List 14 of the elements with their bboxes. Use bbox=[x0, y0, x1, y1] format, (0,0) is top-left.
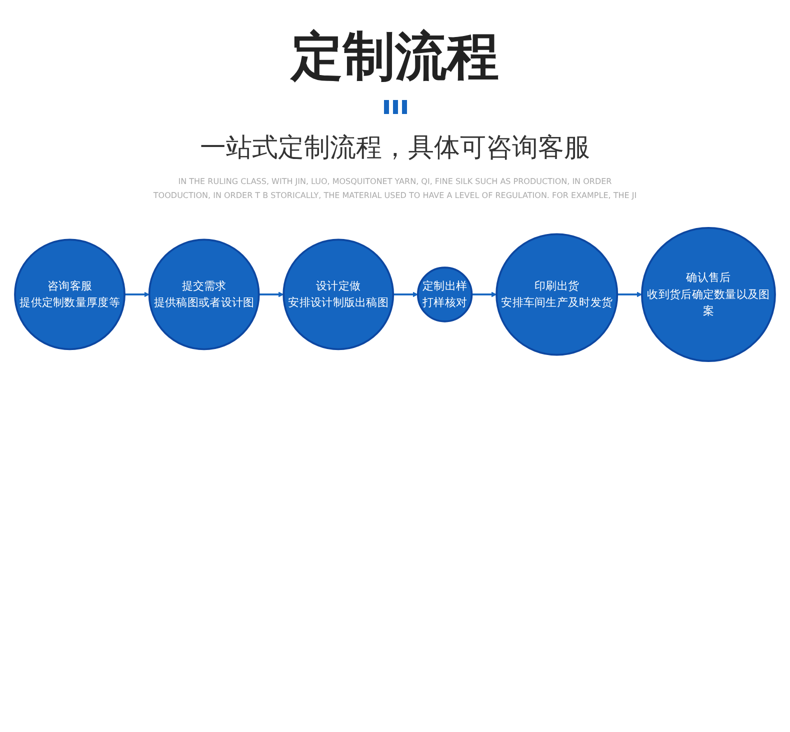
node-circle: 定制出样 打样核对 bbox=[416, 266, 473, 322]
node-circle: 提交需求 提供稿图或者设计图 bbox=[148, 238, 260, 350]
node-circle: 设计定做 安排设计制版出稿图 bbox=[282, 238, 394, 350]
node-circle: 确认售后 收到货后确定数量以及图案 bbox=[641, 227, 776, 362]
title: 定制流程 bbox=[289, 26, 500, 89]
arrow bbox=[258, 292, 284, 298]
subtitle: 一站式定制流程，具体可咨询客服 bbox=[199, 132, 591, 165]
node-circle: 咨询客服 提供定制数量厚度等 bbox=[14, 238, 126, 350]
arrow bbox=[472, 292, 497, 298]
arrow bbox=[617, 292, 642, 298]
node-circle: 印刷出货 安排车间生产及时发货 bbox=[496, 233, 618, 356]
arrow bbox=[124, 292, 150, 298]
arrow bbox=[393, 292, 418, 298]
description-text: IN THE RULING CLASS, WITH JIN, LUO, MOSQUITONET YARN, QI, FINE SILK SUCH AS PRODUCTION, IN ORDER TOODUCTION, IN ORDER T B STORICALLY, THE MATERIAL USED TO HAVE A LEVEL OF REGULATION. FOR EXAMPLE, THE JI bbox=[152, 176, 638, 202]
